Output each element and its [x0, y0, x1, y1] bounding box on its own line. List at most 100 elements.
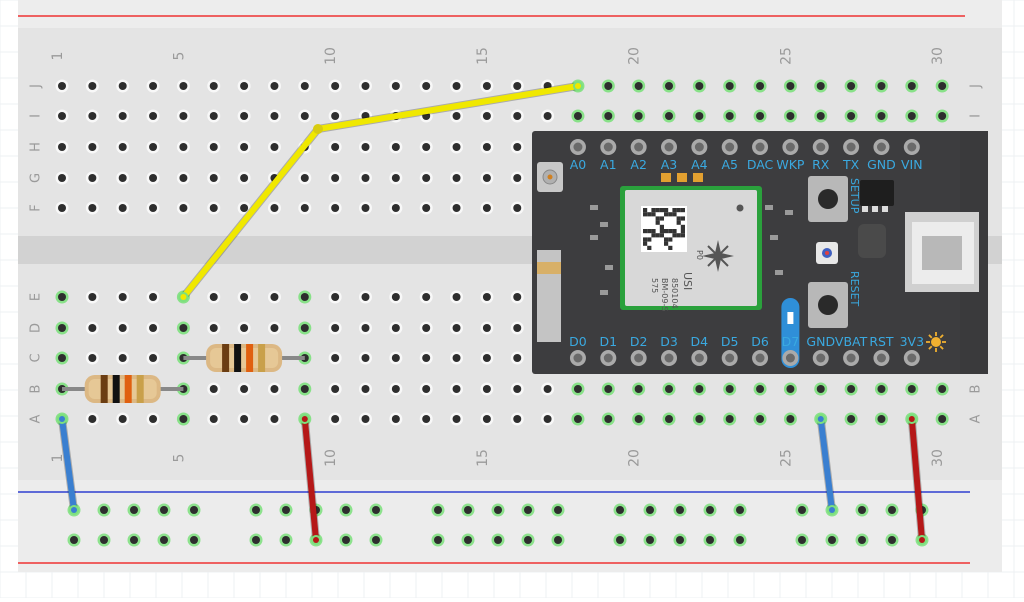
qr-cell — [651, 208, 656, 213]
resistor-band — [112, 375, 120, 403]
hole — [422, 354, 431, 362]
particle-star-rays — [707, 245, 729, 267]
d7-led — [787, 312, 794, 324]
hole — [482, 82, 491, 90]
hole — [938, 415, 947, 423]
hole — [270, 385, 279, 393]
wire-end-cap — [817, 416, 824, 422]
pin-label-bottom: D3 — [660, 334, 678, 349]
rail-hole — [858, 536, 866, 544]
header-pin-hole — [907, 142, 917, 152]
hole — [452, 354, 461, 362]
qr-cell — [659, 233, 664, 238]
qr-cell — [672, 229, 677, 234]
hole — [88, 354, 97, 362]
hole — [786, 112, 795, 120]
smd-component — [590, 235, 598, 240]
smd-component — [765, 205, 773, 210]
hole — [270, 293, 279, 301]
column-number-bottom: 10 — [323, 449, 339, 467]
hole — [118, 174, 127, 182]
column-number-bottom: 30 — [930, 449, 946, 467]
rail-hole — [494, 506, 502, 514]
rail-hole — [736, 506, 744, 514]
hole — [725, 82, 734, 90]
hole — [786, 385, 795, 393]
header-pin-hole — [694, 142, 704, 152]
hole — [422, 324, 431, 332]
hole — [391, 354, 400, 362]
column-number-top: 5 — [171, 52, 187, 61]
hole — [756, 112, 765, 120]
hole — [482, 143, 491, 151]
hole — [482, 415, 491, 423]
qr-cell — [643, 237, 648, 242]
hole — [331, 293, 340, 301]
hole — [58, 293, 66, 301]
qr-cell — [676, 220, 681, 225]
qr-cell — [655, 216, 660, 221]
hole — [391, 174, 400, 182]
rail-hole — [646, 506, 654, 514]
header-pin-hole — [634, 353, 644, 363]
hole — [118, 204, 127, 212]
qr-cell — [668, 212, 673, 217]
power-led-ray — [939, 345, 944, 350]
d7-led-highlight — [781, 298, 800, 368]
qr-cell — [664, 212, 669, 217]
hole — [179, 143, 188, 151]
rail-hole — [100, 506, 108, 514]
hole — [725, 112, 734, 120]
qr-cell — [664, 237, 669, 242]
header-pin-hole — [664, 142, 674, 152]
qr-cell — [672, 212, 677, 217]
wire-end-cap — [180, 294, 187, 300]
hole — [331, 385, 340, 393]
usb-port — [922, 236, 962, 270]
header-pin-hole — [876, 353, 886, 363]
hole — [88, 415, 97, 423]
header-pin-hole — [785, 353, 795, 363]
hole — [331, 82, 340, 90]
hole — [361, 324, 370, 332]
yellow-wire-bend — [313, 124, 323, 134]
hole — [240, 324, 249, 332]
pin-label-top: A4 — [691, 157, 708, 172]
pin-label-bottom: D5 — [721, 334, 739, 349]
hole — [452, 204, 461, 212]
hole — [58, 82, 66, 90]
column-number-top: 25 — [778, 47, 794, 65]
row-letter-right: A — [969, 414, 984, 423]
qr-cell — [664, 241, 669, 246]
hole — [149, 415, 158, 423]
hole — [452, 174, 461, 182]
hole — [270, 82, 279, 90]
column-number-top: 10 — [323, 47, 339, 65]
column-number-bottom: 20 — [627, 449, 643, 467]
hole — [391, 293, 400, 301]
header-pin-hole — [725, 142, 735, 152]
hole — [361, 82, 370, 90]
hole — [604, 385, 613, 393]
hole — [300, 324, 309, 332]
wire-body — [301, 416, 319, 543]
rail-hole — [888, 506, 896, 514]
rail-holes — [67, 503, 929, 547]
hole — [573, 385, 582, 393]
chip-antenna-band — [537, 262, 561, 274]
hole — [634, 385, 643, 393]
hole — [179, 415, 188, 423]
hole — [877, 112, 886, 120]
pin-label-bottom: D6 — [751, 334, 769, 349]
hole — [58, 324, 66, 332]
hole — [361, 293, 370, 301]
hole — [149, 82, 158, 90]
hole — [331, 204, 340, 212]
blue-wire-left — [57, 414, 79, 515]
header-pin-hole — [664, 353, 674, 363]
hole — [938, 385, 947, 393]
rail-hole — [372, 536, 380, 544]
smd-component — [785, 210, 793, 215]
pin-label-top: A2 — [630, 157, 647, 172]
